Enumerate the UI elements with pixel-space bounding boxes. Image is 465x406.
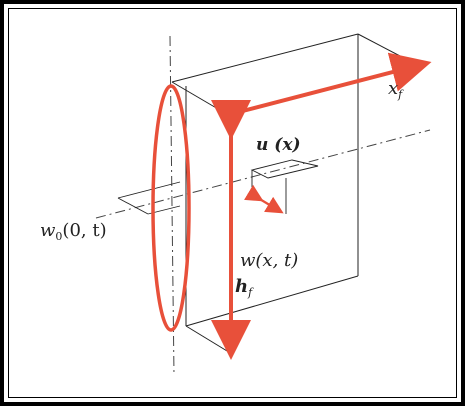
label-xf-sub: f	[397, 88, 404, 101]
cross-section-ellipse	[151, 84, 191, 332]
xf-arrow	[230, 52, 432, 116]
left-section-plane	[117, 181, 181, 215]
u-arrow	[244, 184, 284, 214]
label-w0: w0(0, t)	[40, 220, 107, 243]
vertical-dashed-axis	[169, 35, 175, 377]
label-hf: hf	[235, 276, 254, 299]
label-xf: xf	[388, 78, 404, 101]
label-u: u (x)	[256, 135, 301, 155]
horizontal-dashed-axis	[95, 129, 431, 219]
label-w0-sub: 0	[55, 230, 62, 243]
label-w0-args: (0, t)	[62, 220, 106, 241]
label-w: w(x, t)	[240, 250, 298, 271]
label-hf-sub: f	[247, 286, 254, 299]
